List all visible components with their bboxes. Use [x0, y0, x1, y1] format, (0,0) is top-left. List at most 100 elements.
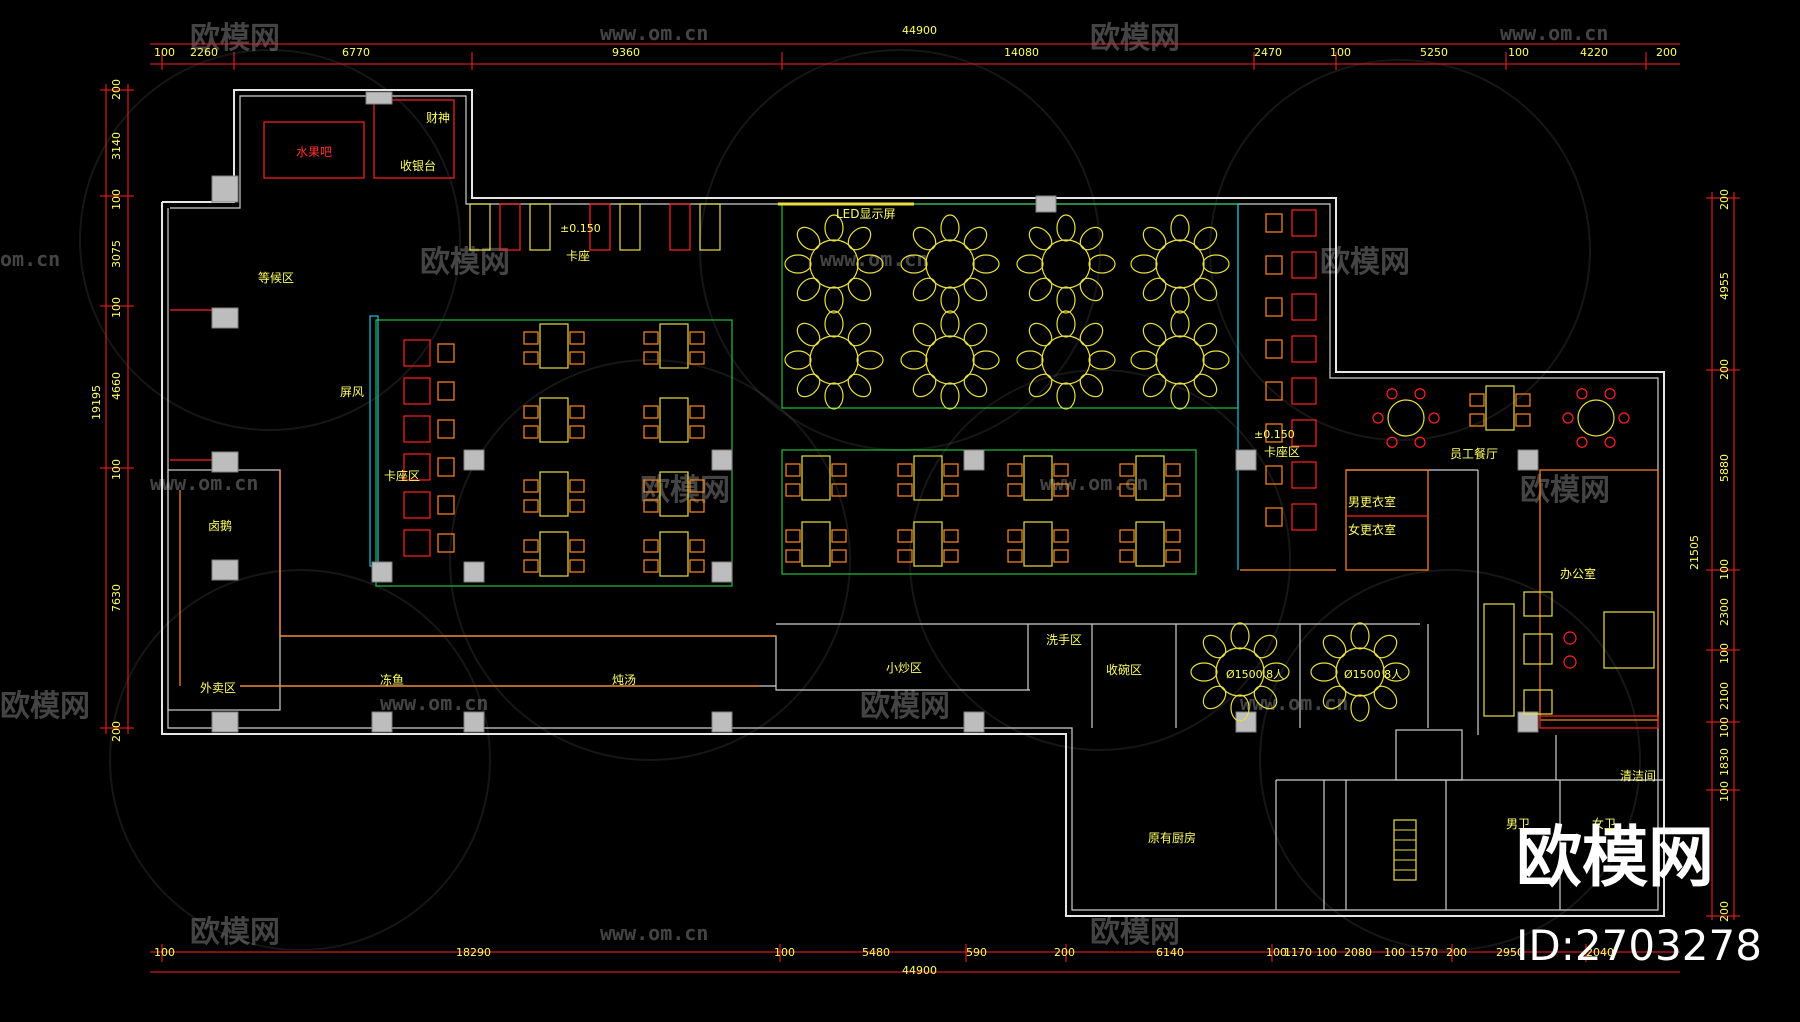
chair — [569, 479, 585, 493]
chair — [1382, 662, 1410, 682]
label-level: ±0.150 — [1254, 428, 1295, 441]
dim-top: 9360 — [612, 46, 640, 59]
chair — [1253, 634, 1278, 659]
dim-left: 100 — [110, 189, 123, 210]
square-table — [643, 397, 705, 443]
chair — [1170, 382, 1190, 410]
chair — [847, 277, 872, 302]
column — [963, 711, 985, 733]
dim-top: 100 — [154, 46, 175, 59]
dim-left: 100 — [110, 297, 123, 318]
label-stir-fry: 小炒区 — [886, 661, 922, 675]
dim-bottom: 100 — [774, 946, 795, 959]
chair — [943, 483, 959, 497]
dim-left: 200 — [110, 79, 123, 100]
dim-top-total: 44900 — [902, 24, 937, 37]
chair — [569, 539, 585, 553]
booth-seat — [1291, 209, 1317, 237]
chair — [1007, 463, 1023, 477]
round-table-top — [1215, 647, 1265, 697]
chair — [1202, 254, 1230, 274]
dim-bottom: 100 — [1266, 946, 1287, 959]
chair — [1414, 436, 1426, 448]
chair — [1202, 685, 1227, 710]
booth-seat — [403, 339, 431, 367]
chair — [1165, 549, 1181, 563]
zones — [170, 99, 1659, 729]
column — [1035, 195, 1057, 213]
label-office: 办公室 — [1560, 566, 1596, 581]
chair — [1170, 310, 1190, 338]
chair — [1576, 388, 1588, 400]
chair — [847, 322, 872, 347]
round-table — [900, 310, 1000, 410]
column — [211, 451, 239, 473]
square-table-top — [801, 521, 831, 567]
label-stew-soup: 炖汤 — [612, 673, 636, 687]
chair — [897, 529, 913, 543]
watermark-logo: 欧模网 — [1090, 915, 1180, 950]
square-table — [897, 455, 959, 501]
square-table — [785, 455, 847, 501]
column — [365, 91, 393, 105]
booth-seat — [1291, 419, 1317, 447]
chair — [1253, 685, 1278, 710]
chair — [523, 331, 539, 345]
column — [963, 449, 985, 471]
dim-top: 2260 — [190, 46, 218, 59]
chair — [831, 529, 847, 543]
chair — [847, 226, 872, 251]
chair — [569, 425, 585, 439]
dim-left: 200 — [110, 721, 123, 742]
chair — [1053, 483, 1069, 497]
dim-left: 100 — [110, 459, 123, 480]
booth-seat — [403, 491, 431, 519]
label-cleaning-room: 清洁间 — [1620, 769, 1656, 783]
watermark-url: www.om.cn — [1500, 21, 1608, 45]
chair — [1372, 412, 1384, 424]
watermark-logo: 欧模网 — [1520, 473, 1610, 508]
chair — [784, 350, 812, 370]
watermark-layer: 欧模网 www.om.cn 欧模网 www.om.cn om.cn 欧模网 ww… — [0, 21, 1641, 951]
label-cashier: 收银台 — [400, 158, 436, 173]
label-women-wc: 女卫 — [1592, 816, 1616, 831]
booth-seat — [1291, 335, 1317, 363]
dim-top: 5250 — [1420, 46, 1448, 59]
dim-right-total: 21505 — [1688, 535, 1701, 570]
label-fruit-bar: 水果吧 — [296, 145, 332, 159]
label-led-screen: LED显示屏 — [836, 207, 896, 221]
dim-right: 2300 — [1718, 598, 1731, 626]
chair — [569, 331, 585, 345]
chair — [1386, 436, 1398, 448]
booth-seat — [1291, 293, 1317, 321]
column — [711, 449, 733, 471]
square-table — [785, 521, 847, 567]
round-tables — [784, 214, 1630, 722]
chair — [523, 405, 539, 419]
dim-right: 200 — [1718, 359, 1731, 380]
chair — [1056, 310, 1076, 338]
chair — [824, 382, 844, 410]
square-table — [643, 531, 705, 577]
square-table-top — [913, 521, 943, 567]
chair — [796, 322, 821, 347]
round-table — [1310, 622, 1410, 722]
chair — [940, 286, 960, 314]
label-original-kitchen: 原有厨房 — [1148, 830, 1196, 845]
booth-seat — [1265, 339, 1283, 359]
chair — [569, 559, 585, 573]
chair — [824, 214, 844, 242]
chair — [523, 499, 539, 513]
watermark-url: www.om.cn — [150, 471, 258, 495]
chair — [523, 351, 539, 365]
chair — [1322, 685, 1347, 710]
dim-left: 3140 — [110, 132, 123, 160]
square-table — [523, 397, 585, 443]
dim-top: 4220 — [1580, 46, 1608, 59]
chair — [831, 549, 847, 563]
square-table-top — [659, 471, 689, 517]
booth-seat — [437, 381, 455, 401]
label-booth-area-left: 卡座区 — [384, 468, 420, 483]
dim-right: 200 — [1718, 189, 1731, 210]
